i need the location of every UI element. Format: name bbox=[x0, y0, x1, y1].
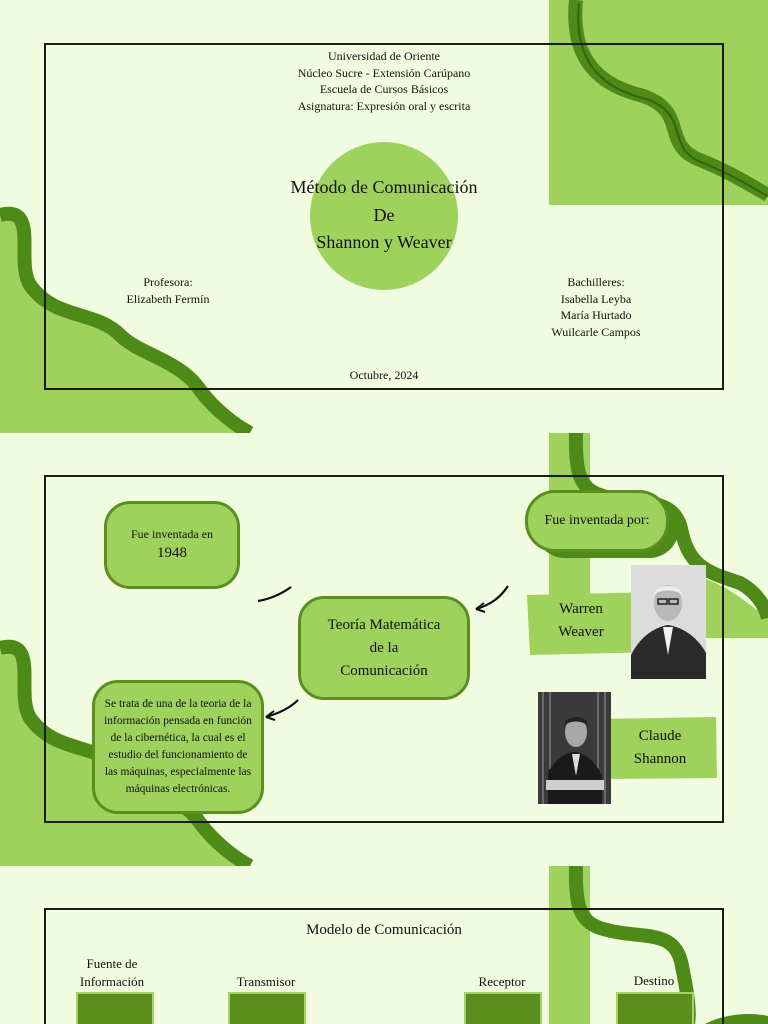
stage-transmitter-label: Transmisor bbox=[236, 974, 296, 989]
author-shannon-last: Shannon bbox=[633, 751, 687, 767]
shannon-photo bbox=[538, 692, 611, 804]
stage-source-line-2: Información bbox=[79, 974, 145, 989]
stage-source-box bbox=[76, 992, 154, 1024]
title-line-2: De bbox=[373, 204, 395, 225]
stage-source-label: Fuente de Información bbox=[62, 955, 162, 991]
invented-year: 1948 bbox=[157, 545, 187, 562]
slide-model: Modelo de Comunicación Fuente de Informa… bbox=[0, 866, 768, 1024]
weaver-photo bbox=[631, 565, 706, 679]
stage-destination-label: Destino bbox=[633, 973, 675, 988]
institution-header: Universidad de Oriente Núcleo Sucre - Ex… bbox=[184, 48, 584, 114]
description-text: Se trata de una de la teoria de la infor… bbox=[104, 698, 252, 795]
page-title: Método de Comunicación De Shannon y Weav… bbox=[234, 174, 534, 257]
invented-year-bubble: Fue inventada en 1948 bbox=[104, 501, 240, 589]
slide-title: Universidad de Oriente Núcleo Sucre - Ex… bbox=[0, 0, 768, 433]
profesora-name: Elizabeth Fermín bbox=[126, 291, 210, 306]
author-weaver-first: Warren bbox=[559, 601, 603, 617]
header-campus: Núcleo Sucre - Extensión Carúpano bbox=[297, 65, 471, 80]
student-name: Isabella Leyba bbox=[560, 291, 632, 306]
theory-line-2: de la bbox=[369, 639, 399, 656]
stage-destination-box bbox=[616, 992, 694, 1024]
author-weaver-name: Warren Weaver bbox=[536, 598, 626, 644]
theory-line-1: Teoría Matemática bbox=[327, 616, 441, 633]
stage-transmitter-box bbox=[228, 992, 306, 1024]
author-shannon-first: Claude bbox=[638, 728, 682, 744]
slide-theory: Fue inventada en 1948 Fue inventada por:… bbox=[0, 433, 768, 866]
slide-frame bbox=[44, 475, 724, 823]
slide-frame bbox=[44, 908, 724, 1024]
author-shannon-name: Claude Shannon bbox=[614, 725, 706, 771]
invented-by-label: Fue inventada por: bbox=[544, 512, 650, 528]
description-bubble: Se trata de una de la teoria de la infor… bbox=[92, 680, 264, 814]
profesora-label: Profesora: bbox=[143, 275, 193, 289]
header-school: Escuela de Cursos Básicos bbox=[319, 82, 449, 96]
bachilleres-label: Bachilleres: bbox=[567, 275, 625, 289]
slide-frame bbox=[44, 43, 724, 390]
presentation-date: Octubre, 2024 bbox=[349, 368, 419, 382]
invented-by-bubble: Fue inventada por: bbox=[525, 490, 669, 552]
student-name: María Hurtado bbox=[560, 308, 632, 322]
header-subject: Asignatura: Expresión oral y escrita bbox=[297, 98, 471, 113]
student-name: Wuilcarle Campos bbox=[551, 324, 641, 339]
stage-receiver-box bbox=[464, 992, 542, 1024]
invented-in-label: Fue inventada en bbox=[131, 526, 213, 541]
stage-receiver-label: Receptor bbox=[478, 974, 526, 989]
bachilleres-block: Bachilleres: Isabella Leyba María Hurtad… bbox=[524, 274, 668, 340]
profesora-block: Profesora: Elizabeth Fermín bbox=[98, 274, 238, 307]
title-line-3: Shannon y Weaver bbox=[316, 232, 452, 252]
theory-line-3: Comunicación bbox=[340, 662, 428, 679]
author-weaver-last: Weaver bbox=[558, 624, 604, 640]
title-line-1: Método de Comunicación bbox=[290, 177, 478, 197]
header-university: Universidad de Oriente bbox=[328, 49, 440, 63]
center-theory-bubble: Teoría Matemática de la Comunicación bbox=[298, 596, 470, 700]
decorative-waves bbox=[0, 0, 768, 433]
model-title: Modelo de Comunicación bbox=[306, 922, 462, 938]
stage-source-line-1: Fuente de bbox=[86, 956, 138, 971]
